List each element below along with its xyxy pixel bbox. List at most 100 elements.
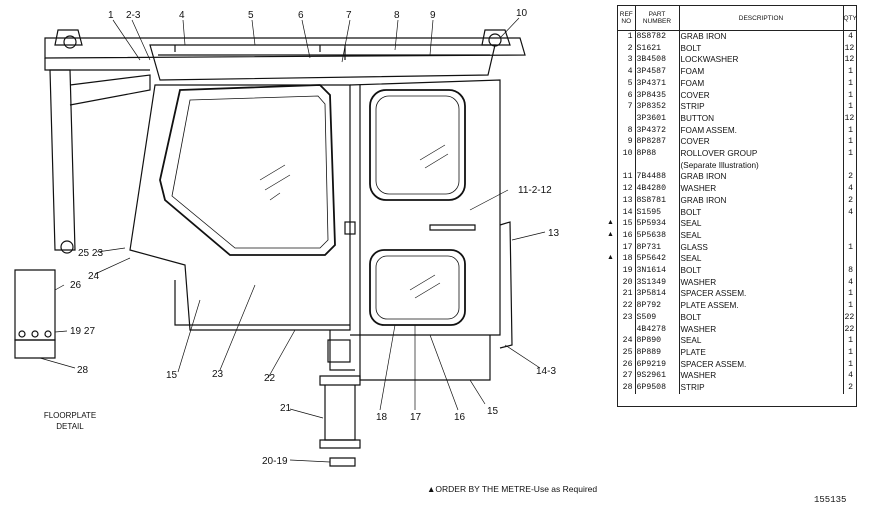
cell-ref: 9 [618, 136, 636, 149]
cell-description: BOLT [679, 265, 844, 277]
cell-description: SEAL [679, 218, 844, 230]
floorplate-label-line-1: FLOORPLATE [43, 411, 97, 420]
callout-18: 18 [376, 412, 388, 423]
cell-qty: 22 [844, 312, 855, 322]
cell-ref: 7 [618, 101, 636, 113]
cell-ref: 12 [618, 183, 636, 195]
cell-qty: 1 [848, 125, 853, 135]
callout-19-27: 19 27 [70, 326, 95, 337]
cell-ref [618, 112, 636, 125]
cell-part: 7B4488 [635, 171, 680, 184]
cell-ref: 13 [618, 194, 636, 207]
callout-13: 13 [548, 228, 560, 239]
cell-qty: 1 [848, 149, 853, 159]
cell-qty: 1 [848, 301, 853, 311]
cell-part: 4B4278 [635, 323, 680, 336]
cell-part: 6P9508 [635, 382, 680, 394]
leader-lines [39, 17, 546, 463]
cell-part: 3P4587 [635, 66, 680, 78]
cell-part: S1595 [635, 206, 680, 219]
cell-part: 3B4508 [635, 54, 680, 67]
cell-description: (Separate Illustration) [679, 159, 844, 172]
cell-part: 8P88 [635, 148, 680, 160]
cell-qty: 1 [848, 102, 853, 112]
cell-ref: 14 [618, 206, 636, 219]
cell-part: 3S1349 [635, 276, 680, 289]
cell-ref: 21 [618, 288, 636, 301]
cell-qty [843, 160, 856, 172]
cell-description: SEAL [679, 229, 844, 242]
cell-description: GRAB IRON [679, 171, 844, 184]
header-part-number: PART NUMBER [635, 6, 680, 31]
cell-ref: 8 [618, 124, 636, 137]
cell-ref [618, 159, 636, 172]
cell-description: BUTTON [679, 112, 844, 125]
cell-qty: 4 [848, 184, 853, 194]
cell-ref: 19 [618, 265, 636, 277]
callout-23: 23 [212, 369, 224, 380]
drawing-number: 155135 [814, 495, 847, 505]
cell-qty: 12 [844, 55, 855, 65]
callout-1: 1 [108, 10, 114, 21]
cell-ref: 4 [618, 66, 636, 78]
callout-20-19: 20-19 [262, 456, 288, 467]
cell-description: SPACER ASSEM. [679, 358, 844, 371]
cell-part: 5P5638 [635, 229, 680, 242]
callout-4: 4 [179, 10, 185, 21]
header-ref-no: REF NO [618, 6, 636, 31]
cell-ref: 27 [618, 370, 636, 383]
cell-description: STRIP [679, 101, 844, 113]
cell-qty [843, 218, 856, 230]
cell-description: WASHER [679, 276, 844, 289]
cell-qty: 4 [848, 207, 853, 217]
floorplate-detail-label: FLOORPLATE DETAIL [40, 410, 100, 432]
cell-description: GRAB IRON [679, 30, 844, 43]
cell-part: 9S2961 [635, 370, 680, 383]
cell-qty: 1 [848, 78, 853, 88]
callout-17: 17 [410, 412, 422, 423]
header-description: DESCRIPTION [679, 6, 844, 31]
cell-ref: 17 [618, 241, 636, 254]
cell-qty [843, 230, 856, 242]
cab-exploded-drawing: 1 2-3 4 5 6 7 8 9 10 11-2-12 13 14-3 15 … [14, 8, 560, 467]
cell-ref: 2 [618, 42, 636, 55]
order-by-metre-marker: ▲ [607, 230, 614, 238]
cell-part: S509 [635, 311, 680, 324]
cell-qty: 1 [848, 359, 853, 369]
cell-part: 5P5642 [635, 253, 680, 266]
callout-8: 8 [394, 10, 400, 21]
cell-part: 3N1614 [635, 265, 680, 277]
cell-qty [843, 253, 856, 265]
cell-ref: 23 [618, 311, 636, 324]
cell-description: WASHER [679, 323, 844, 336]
callout-11-2-12: 11-2-12 [518, 185, 552, 196]
cell-description: COVER [679, 89, 844, 102]
table-row: (Separate Illustration) [618, 159, 856, 172]
cell-ref [618, 323, 636, 336]
cell-part: 8P889 [635, 346, 680, 359]
cell-ref: 3 [618, 54, 636, 67]
header-qty: QTY [843, 6, 857, 31]
cell-description: STRIP [679, 382, 844, 394]
cell-ref: 28 [618, 382, 636, 394]
callout-10: 10 [516, 8, 528, 19]
cell-part: 3P3601 [635, 112, 680, 125]
callout-6: 6 [298, 10, 304, 21]
